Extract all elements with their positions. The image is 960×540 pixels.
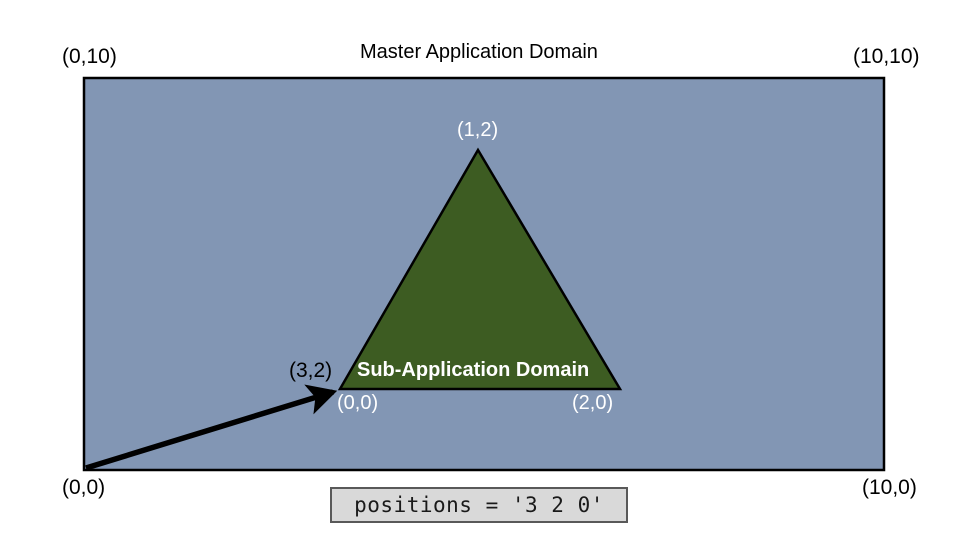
sub-vertex-bottom-left-label: (0,0) — [337, 392, 379, 414]
offset-arrow-label: (3,2) — [289, 359, 333, 382]
offset-arrow — [85, 384, 338, 471]
master-corner-top-right: (10,10) — [853, 45, 920, 68]
master-domain-title: Master Application Domain — [360, 41, 598, 63]
master-corner-top-left: (0,10) — [62, 45, 117, 68]
sub-vertex-apex-label: (1,2) — [457, 119, 499, 141]
code-snippet-text: positions = '3 2 0' — [354, 493, 604, 517]
master-corner-bottom-right: (10,0) — [862, 476, 917, 499]
code-snippet-box: positions = '3 2 0' — [330, 487, 628, 523]
sub-domain-title: Sub-Application Domain — [357, 359, 590, 381]
sub-vertex-bottom-right-label: (2,0) — [572, 392, 614, 414]
master-corner-bottom-left: (0,0) — [62, 476, 106, 499]
sub-domain-triangle — [337, 147, 623, 391]
